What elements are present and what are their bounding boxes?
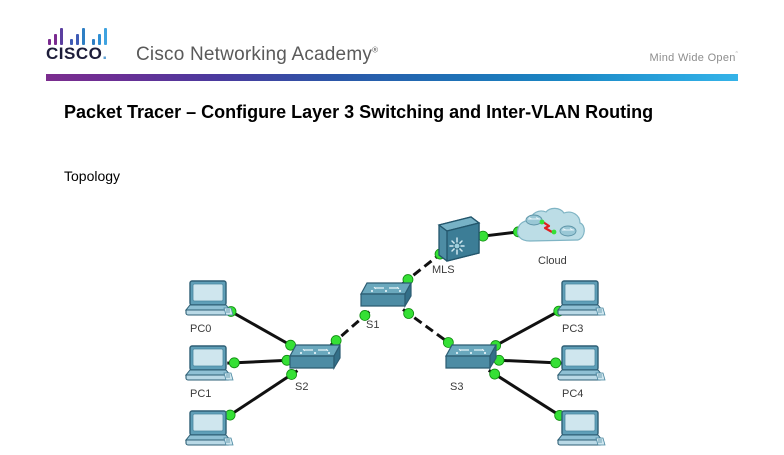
topology-link bbox=[488, 306, 566, 351]
topology-node-label-pc4: PC4 bbox=[562, 388, 584, 400]
topology-link bbox=[487, 369, 567, 421]
academy-title: Cisco Networking Academy® bbox=[136, 44, 378, 66]
header-gradient-rule bbox=[46, 74, 738, 81]
pc-icon bbox=[184, 280, 234, 316]
topology-node-label-s1: S1 bbox=[366, 319, 380, 331]
topology-node-s3[interactable] bbox=[440, 343, 502, 380]
link-status-dot bbox=[359, 310, 371, 321]
link-status-dot bbox=[403, 308, 415, 319]
topology-node-s1[interactable] bbox=[355, 281, 417, 318]
topology-node-cloud[interactable] bbox=[512, 205, 588, 256]
topology-canvas bbox=[223, 226, 567, 421]
topology-node-pc1[interactable] bbox=[183, 343, 235, 390]
cisco-logo-bar bbox=[54, 34, 57, 45]
pc-icon bbox=[556, 345, 606, 381]
cisco-logo-bar bbox=[98, 34, 101, 45]
mls-icon bbox=[437, 216, 481, 262]
page-header: CISCO. Cisco Networking Academy® Mind Wi… bbox=[0, 0, 784, 86]
switch-icon bbox=[288, 344, 342, 371]
pc-icon bbox=[556, 280, 606, 316]
topology-node-pc2[interactable] bbox=[183, 408, 235, 455]
page-title: Packet Tracer – Configure Layer 3 Switch… bbox=[64, 102, 654, 122]
topology-node-mls[interactable] bbox=[435, 215, 483, 268]
link-status-dot bbox=[550, 357, 562, 369]
link-status-dot bbox=[286, 369, 297, 380]
topology-node-label-pc3: PC3 bbox=[562, 323, 584, 335]
topology-link bbox=[402, 308, 455, 348]
topology-node-label-mls: MLS bbox=[432, 264, 455, 276]
topology-link bbox=[224, 306, 298, 350]
brand-tagline-trademark: ˜ bbox=[735, 52, 738, 59]
topology-node-pc0[interactable] bbox=[183, 278, 235, 325]
cisco-logo-bar bbox=[60, 28, 63, 45]
topology-node-s2[interactable] bbox=[284, 343, 346, 380]
topology-node-label-pc1: PC1 bbox=[190, 388, 212, 400]
cisco-wordmark: CISCO. bbox=[46, 44, 108, 64]
link-status-dot bbox=[442, 337, 454, 348]
topology-node-label-pc0: PC0 bbox=[190, 323, 212, 335]
cisco-logo-bar bbox=[104, 28, 107, 45]
topology-node-pc4[interactable] bbox=[555, 343, 607, 390]
topology-node-pc3[interactable] bbox=[555, 278, 607, 325]
link-status-dot bbox=[228, 357, 240, 369]
cisco-wordmark-text: CISCO bbox=[46, 44, 103, 63]
section-heading-topology: Topology bbox=[64, 168, 121, 184]
cisco-wordmark-dot: . bbox=[102, 44, 108, 63]
topology-node-label-s3: S3 bbox=[450, 381, 464, 393]
cisco-logo-bar bbox=[76, 34, 79, 45]
cisco-logo-bar bbox=[70, 39, 73, 45]
switch-icon bbox=[359, 282, 413, 309]
academy-title-text: Cisco Networking Academy bbox=[136, 44, 373, 65]
brand-tagline-text: Mind Wide Open bbox=[649, 52, 736, 64]
cloud-icon bbox=[516, 207, 585, 242]
cisco-logo-bar bbox=[92, 39, 95, 45]
pc-icon bbox=[184, 410, 234, 446]
switch-icon bbox=[444, 344, 498, 371]
topology-link bbox=[223, 369, 299, 421]
academy-trademark: ® bbox=[372, 45, 379, 55]
topology-node-label-s2: S2 bbox=[295, 381, 309, 393]
topology-node-label-cloud: Cloud bbox=[538, 255, 567, 267]
cisco-logo-bars-icon bbox=[48, 28, 120, 45]
cisco-logo-bar bbox=[82, 28, 85, 45]
topology-node-pc5[interactable] bbox=[555, 408, 607, 455]
link-status-dot bbox=[489, 368, 501, 380]
brand-tagline: Mind Wide Open˜ bbox=[650, 52, 738, 64]
cisco-logo: CISCO. bbox=[46, 28, 124, 68]
pc-icon bbox=[184, 345, 234, 381]
cisco-logo-bar bbox=[48, 39, 51, 45]
pc-icon bbox=[556, 410, 606, 446]
